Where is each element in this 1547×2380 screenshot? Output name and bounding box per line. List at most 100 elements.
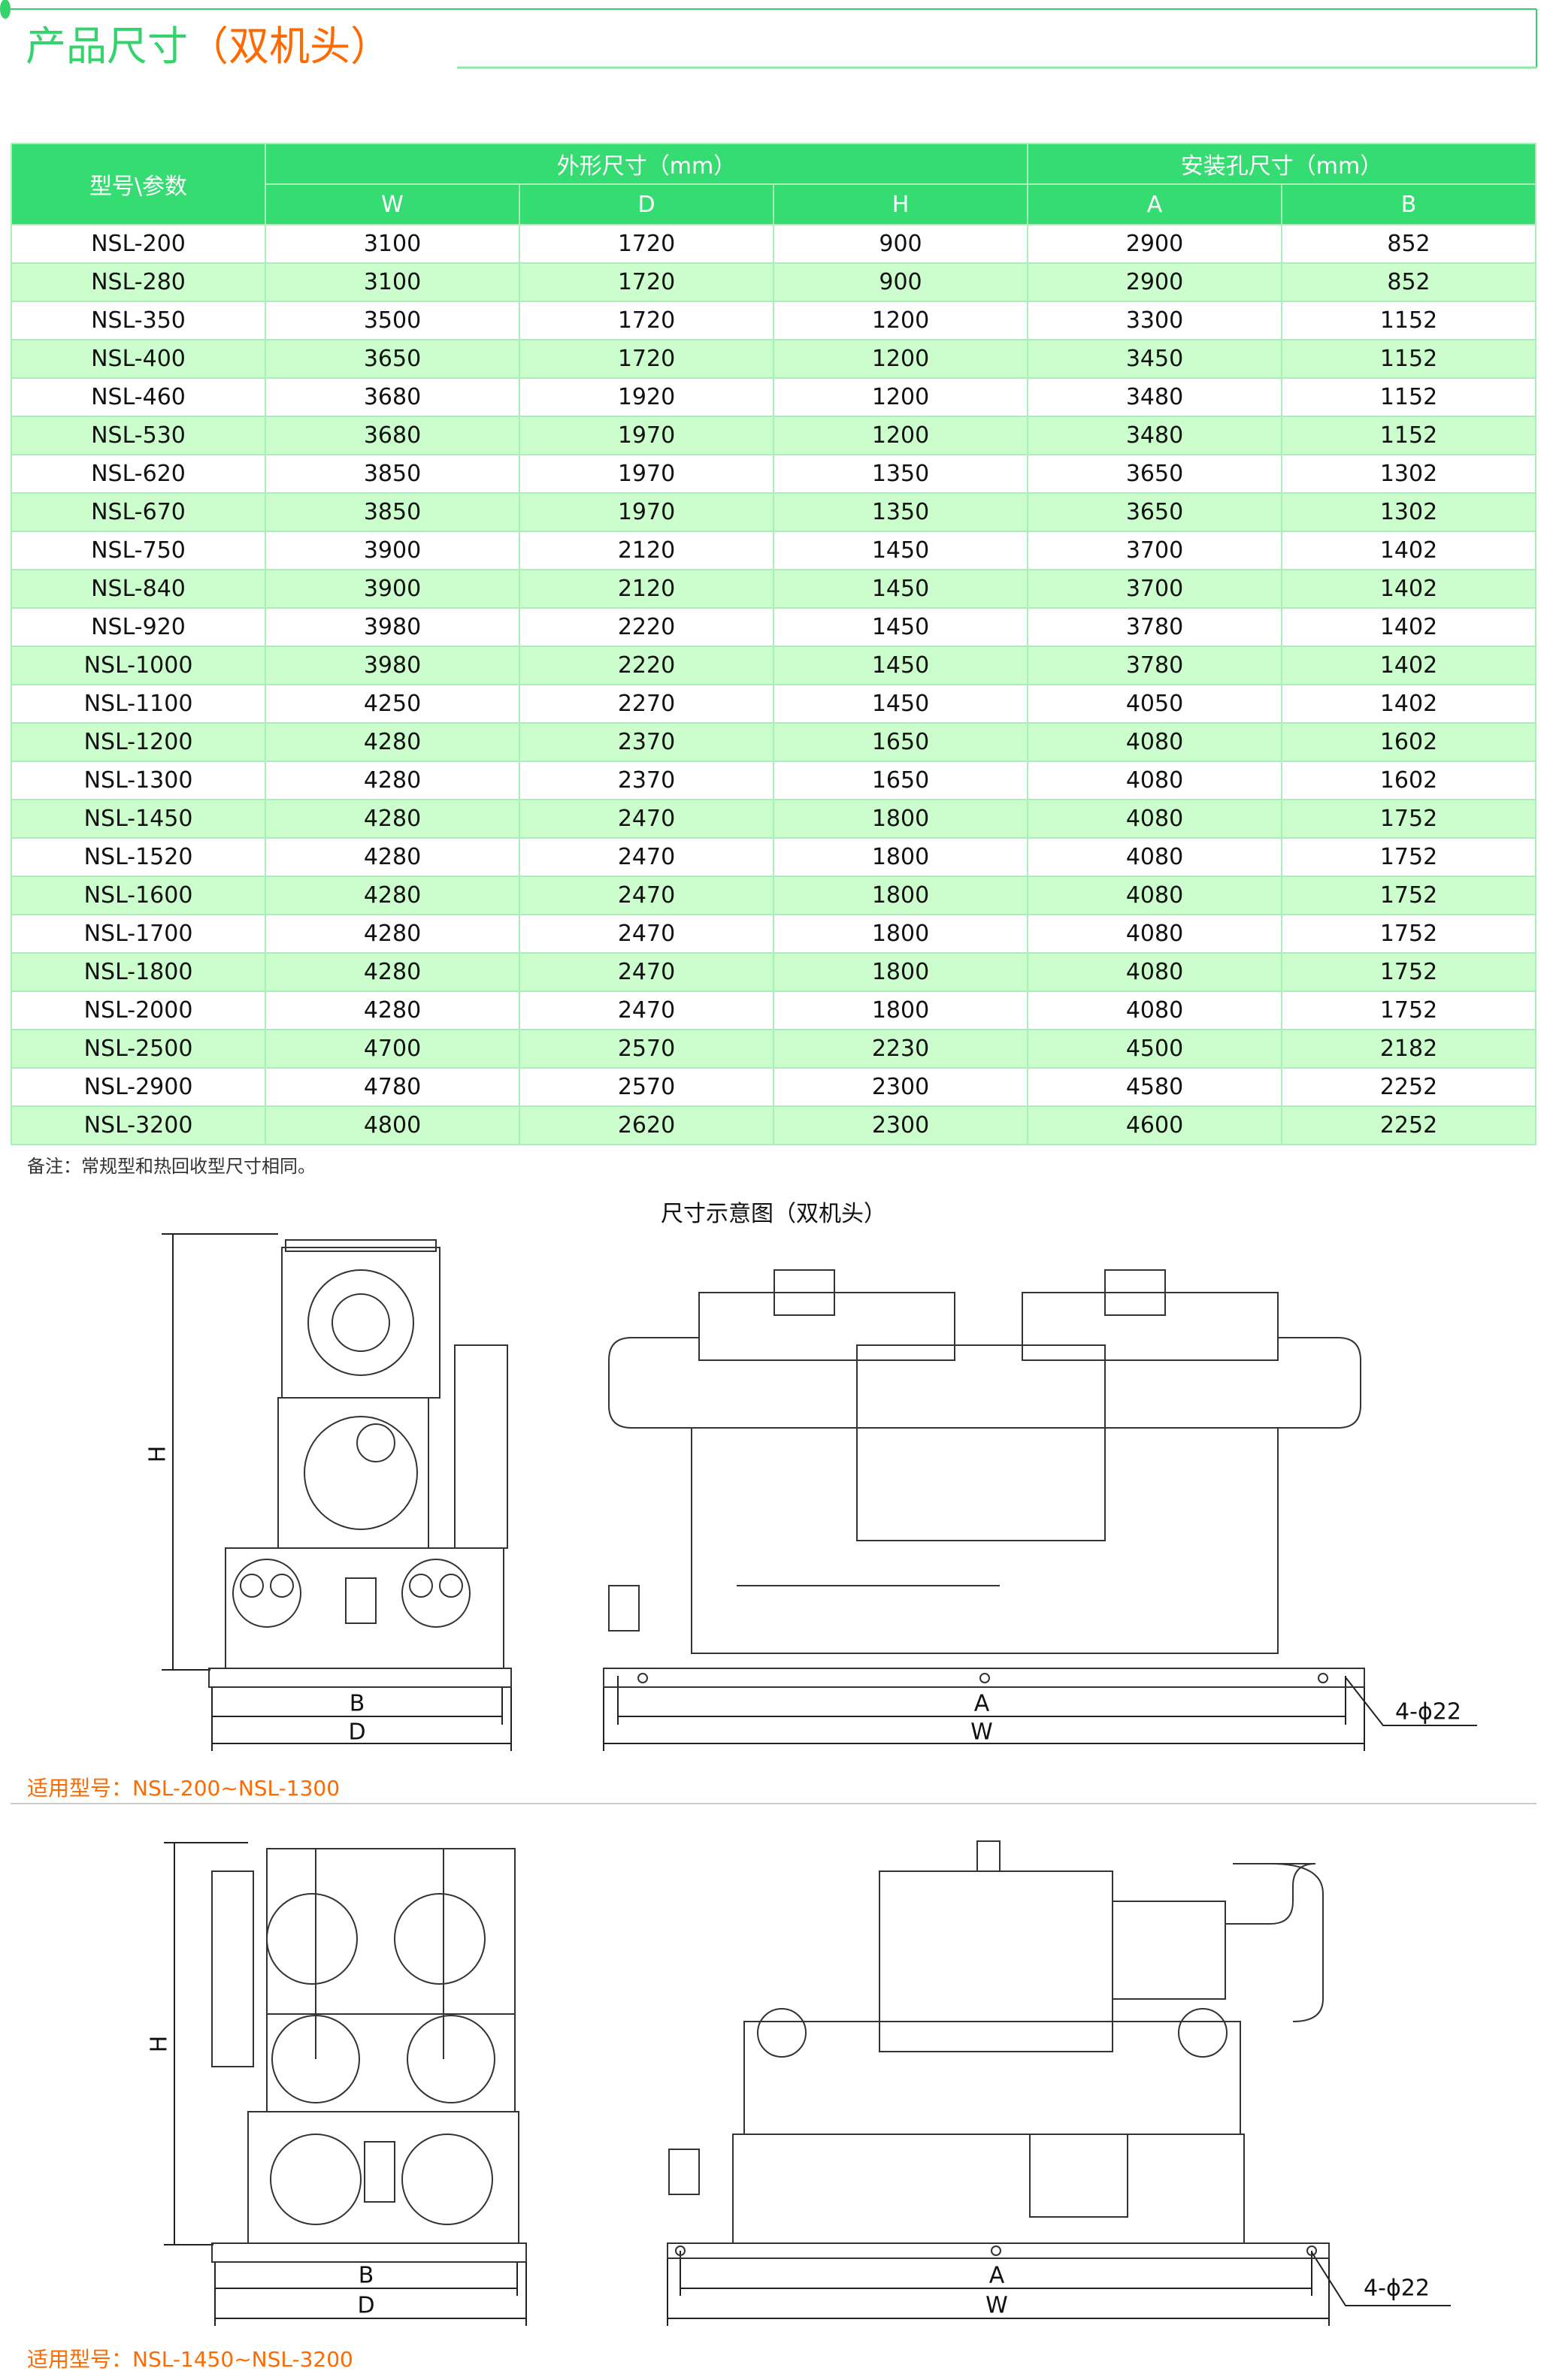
value-cell: 2900 xyxy=(1027,224,1282,264)
value-cell: 1152 xyxy=(1281,377,1536,417)
value-cell: 3700 xyxy=(1027,569,1282,609)
dim-label-h-1: H xyxy=(144,1445,171,1463)
value-cell: 1450 xyxy=(773,569,1028,609)
value-cell: 3680 xyxy=(265,377,520,417)
dim-label-h-2: H xyxy=(146,2035,173,2053)
dim-label-w-2: W xyxy=(985,2292,1008,2319)
model-cell: NSL-840 xyxy=(11,569,266,609)
value-cell: 1720 xyxy=(519,301,774,340)
dim-label-a-1: A xyxy=(973,1690,990,1717)
value-cell: 1920 xyxy=(519,377,774,417)
dim-label-d-2: D xyxy=(357,2292,375,2319)
value-cell: 1650 xyxy=(773,761,1028,800)
model-cell: NSL-3200 xyxy=(11,1105,266,1145)
title-main: 产品尺寸 xyxy=(26,23,188,70)
value-cell: 4080 xyxy=(1027,952,1282,992)
value-cell: 1752 xyxy=(1281,914,1536,954)
value-cell: 2570 xyxy=(519,1029,774,1069)
value-cell: 1302 xyxy=(1281,454,1536,494)
model-cell: NSL-460 xyxy=(11,377,266,417)
model-cell: NSL-1300 xyxy=(11,761,266,800)
value-cell: 4600 xyxy=(1027,1105,1282,1145)
model-cell: NSL-200 xyxy=(11,224,266,264)
value-cell: 3650 xyxy=(1027,492,1282,532)
value-cell: 1402 xyxy=(1281,531,1536,570)
dim-label-w-1: W xyxy=(970,1719,993,1746)
dim-label-b-2: B xyxy=(358,2262,374,2289)
title-sub: （双机头） xyxy=(188,23,391,70)
model-cell: NSL-670 xyxy=(11,492,266,532)
value-cell: 2120 xyxy=(519,569,774,609)
value-cell: 3650 xyxy=(1027,454,1282,494)
dimension-lines xyxy=(162,1233,1477,2326)
dim-label-a-2: A xyxy=(988,2262,1005,2289)
value-cell: 3900 xyxy=(265,531,520,570)
note: 备注：常规型和热回收型尺寸相同。 xyxy=(27,1156,316,1177)
model-cell: NSL-350 xyxy=(11,301,266,340)
header-b: B xyxy=(1281,183,1536,225)
value-cell: 4080 xyxy=(1027,761,1282,800)
value-cell: 2470 xyxy=(519,914,774,954)
value-cell: 3100 xyxy=(265,262,520,302)
value-cell: 1800 xyxy=(773,990,1028,1030)
machine-drawing-front-1 xyxy=(603,1269,1365,1688)
header-h: H xyxy=(773,183,1028,225)
value-cell: 1800 xyxy=(773,875,1028,915)
value-cell: 4800 xyxy=(265,1105,520,1145)
dim-label-holes-2: 4-ϕ22 xyxy=(1364,2275,1430,2302)
value-cell: 1752 xyxy=(1281,952,1536,992)
value-cell: 1752 xyxy=(1281,990,1536,1030)
model-cell: NSL-280 xyxy=(11,262,266,302)
header-d: D xyxy=(519,183,774,225)
value-cell: 2470 xyxy=(519,990,774,1030)
dim-label-d-1: D xyxy=(348,1719,366,1746)
title-frame xyxy=(9,8,1537,69)
value-cell: 2182 xyxy=(1281,1029,1536,1069)
value-cell: 1602 xyxy=(1281,761,1536,800)
value-cell: 2470 xyxy=(519,799,774,839)
model-cell: NSL-750 xyxy=(11,531,266,570)
value-cell: 2300 xyxy=(773,1105,1028,1145)
applicable-models-2: 适用型号：NSL-1450~NSL-3200 xyxy=(27,2347,353,2372)
value-cell: 3450 xyxy=(1027,339,1282,379)
value-cell: 4050 xyxy=(1027,684,1282,724)
header-model: 型号\参数 xyxy=(11,143,266,225)
model-cell: NSL-1520 xyxy=(11,837,266,877)
value-cell: 2470 xyxy=(519,875,774,915)
model-cell: NSL-920 xyxy=(11,607,266,647)
value-cell: 2900 xyxy=(1027,262,1282,302)
value-cell: 1800 xyxy=(773,952,1028,992)
machine-drawing-side-1 xyxy=(208,1239,512,1688)
value-cell: 1602 xyxy=(1281,722,1536,762)
value-cell: 3850 xyxy=(265,454,520,494)
value-cell: 3980 xyxy=(265,607,520,647)
value-cell: 1970 xyxy=(519,454,774,494)
value-cell: 4700 xyxy=(265,1029,520,1069)
title-dot xyxy=(0,0,11,19)
model-cell: NSL-1100 xyxy=(11,684,266,724)
value-cell: 3780 xyxy=(1027,646,1282,685)
value-cell: 2620 xyxy=(519,1105,774,1145)
model-cell: NSL-2000 xyxy=(11,990,266,1030)
value-cell: 1402 xyxy=(1281,607,1536,647)
value-cell: 1720 xyxy=(519,339,774,379)
value-cell: 2300 xyxy=(773,1067,1028,1107)
header-mount-holes: 安装孔尺寸（mm） xyxy=(1027,143,1536,185)
value-cell: 1350 xyxy=(773,454,1028,494)
value-cell: 1752 xyxy=(1281,799,1536,839)
value-cell: 2252 xyxy=(1281,1067,1536,1107)
value-cell: 2370 xyxy=(519,761,774,800)
value-cell: 3680 xyxy=(265,416,520,455)
value-cell: 4280 xyxy=(265,914,520,954)
